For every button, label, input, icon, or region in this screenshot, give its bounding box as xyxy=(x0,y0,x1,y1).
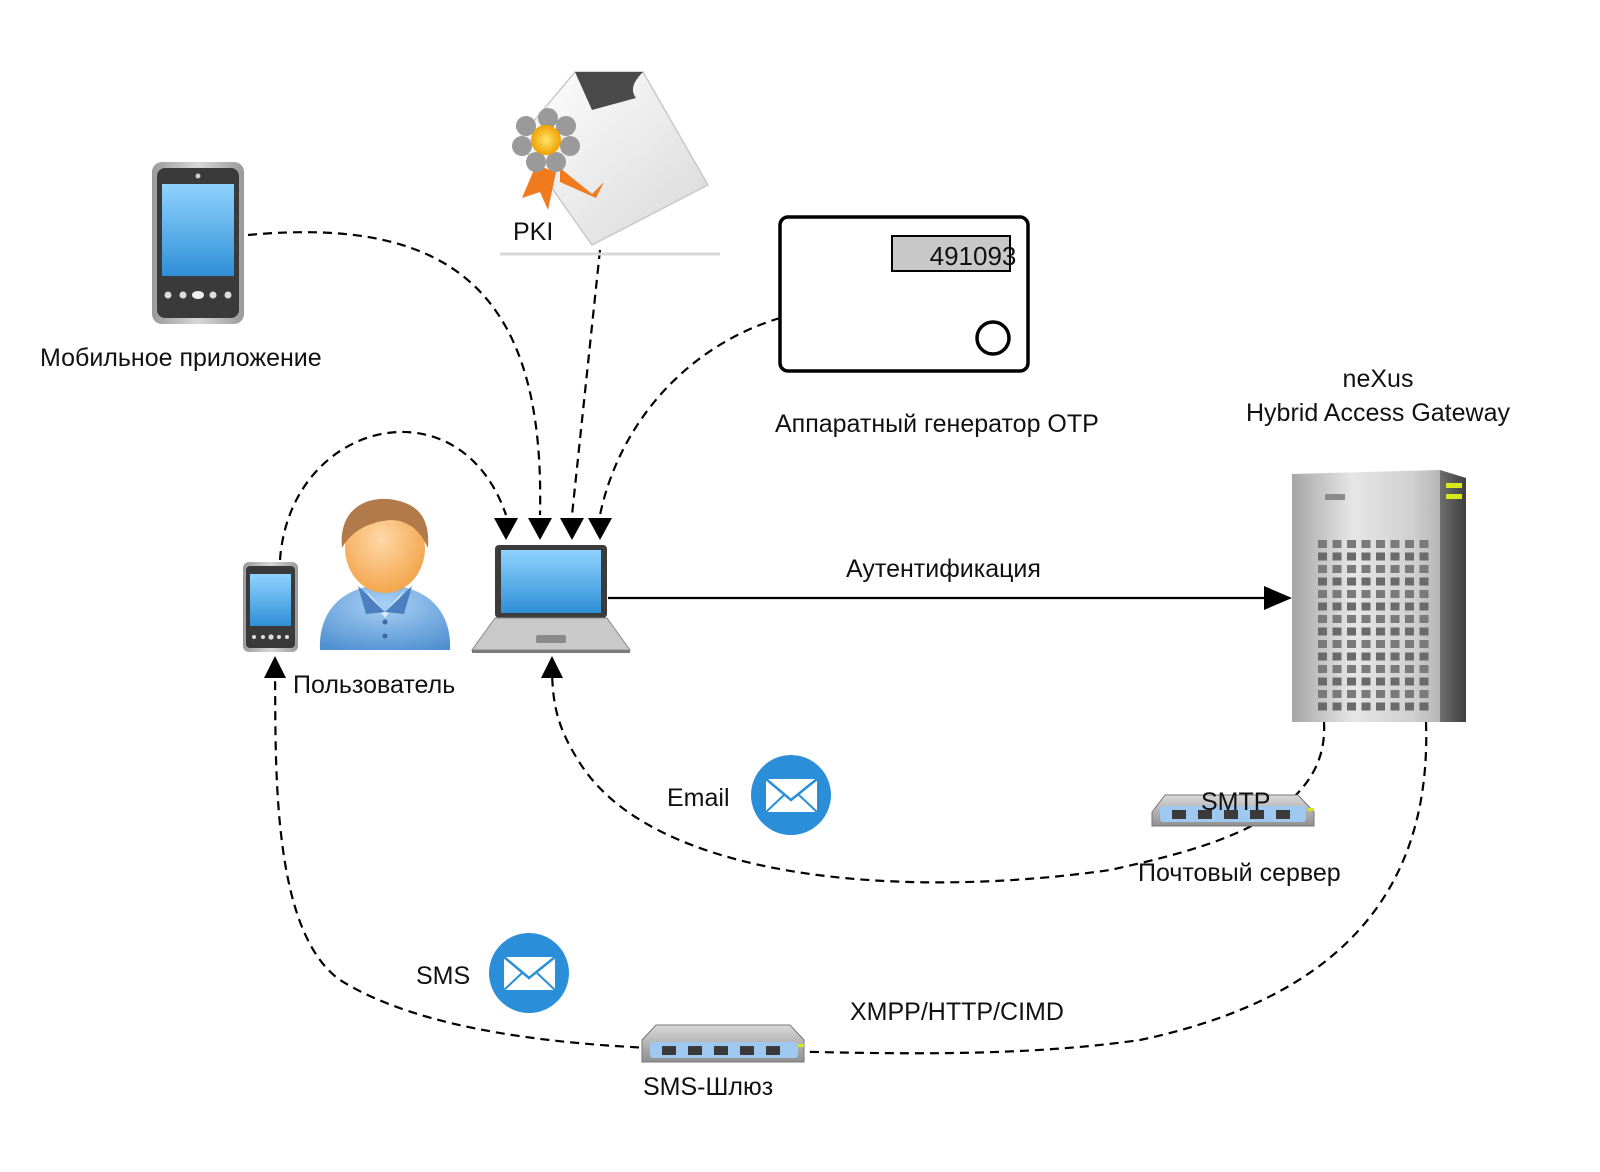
sms-gateway-label: SMS-Шлюз xyxy=(643,1073,774,1101)
network-switch-icon xyxy=(641,1024,805,1063)
sms-protocols-label: XMPP/HTTP/CIMD xyxy=(850,998,1064,1026)
arrowhead-1 xyxy=(494,518,518,540)
server-vents xyxy=(1318,540,1429,711)
connector-email-path xyxy=(550,664,1326,884)
mobile-app-label: Мобильное приложение xyxy=(40,344,322,372)
smartphone-icon xyxy=(243,562,298,652)
smtp-label: SMTP xyxy=(1201,788,1271,816)
envelope-icon xyxy=(489,933,569,1013)
otp-button xyxy=(975,320,1011,356)
otp-token-label: Аппаратный генератор OTP xyxy=(775,410,1099,438)
gateway-subtitle: Hybrid Access Gateway xyxy=(1246,399,1510,427)
arrowhead-email xyxy=(541,656,563,678)
pki-label: PKI xyxy=(513,218,554,246)
network-switch-icon xyxy=(1151,794,1315,827)
otp-display xyxy=(891,235,1011,272)
email-label: Email xyxy=(667,784,730,812)
gateway-title: neXus xyxy=(1342,365,1414,393)
mail-server-label: Почтовый сервер xyxy=(1138,859,1341,887)
server-icon xyxy=(1292,470,1466,722)
laptop-icon xyxy=(471,545,631,653)
certificate-icon xyxy=(500,71,720,256)
arrowhead-sms xyxy=(264,656,286,678)
connector-otp-to-laptop xyxy=(598,316,781,516)
connector-pki-to-laptop xyxy=(570,249,602,516)
authentication-label: Аутентификация xyxy=(846,555,1041,583)
connector-sms-path xyxy=(273,664,1428,1055)
smartphone-icon xyxy=(152,162,244,324)
authentication-arrowhead xyxy=(1264,586,1292,610)
otp-code: 491093 xyxy=(929,241,1017,271)
arrowhead-2 xyxy=(528,518,552,540)
arrowheads xyxy=(264,518,612,678)
connector-mobile-app-to-laptop xyxy=(247,231,542,516)
arrowhead-4 xyxy=(588,518,612,540)
sms-label: SMS xyxy=(416,962,471,990)
connectors xyxy=(247,231,1428,1055)
arrowhead-3 xyxy=(560,518,584,540)
user-icon xyxy=(319,498,451,650)
otp-token-icon xyxy=(778,215,1030,373)
envelope-icon xyxy=(751,755,831,835)
user-label: Пользователь xyxy=(293,671,456,699)
connector-phone-to-laptop xyxy=(278,430,508,561)
